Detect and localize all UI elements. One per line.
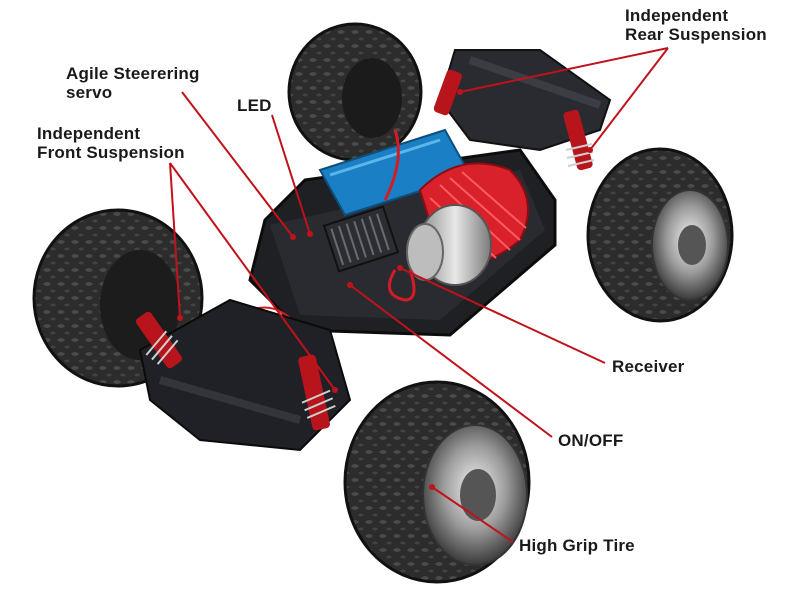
- label-front-suspension: Independent Front Suspension: [37, 124, 185, 162]
- label-on-off: ON/OFF: [558, 431, 624, 450]
- front-left-shock: [135, 311, 183, 369]
- label-steering-servo: Agile Steerering servo: [66, 64, 200, 102]
- leader-servo: [181, 91, 294, 238]
- label-receiver: Receiver: [612, 357, 685, 376]
- motor: [406, 204, 492, 286]
- esc-heatsink: [322, 205, 400, 273]
- leader-rear-1: [459, 47, 669, 93]
- front-right-tire: [343, 380, 531, 584]
- label-rear-suspension: Independent Rear Suspension: [625, 6, 767, 44]
- label-led: LED: [237, 96, 272, 115]
- rear-left-shock: [433, 69, 462, 116]
- leader-receiver: [399, 267, 606, 364]
- rear-right-shock: [563, 109, 595, 171]
- label-high-grip-tire: High Grip Tire: [519, 536, 635, 555]
- leader-lines: [169, 47, 669, 543]
- leader-rear-2: [589, 47, 669, 151]
- leader-onoff: [349, 284, 553, 438]
- leader-front-2: [169, 162, 336, 391]
- leader-led: [271, 114, 311, 235]
- leader-tire: [431, 486, 514, 543]
- rear-left-tire: [287, 22, 423, 162]
- leader-arrowheads: [177, 89, 593, 490]
- rear-right-tire: [586, 147, 734, 323]
- front-right-shock: [298, 354, 336, 431]
- leader-front-1: [169, 162, 181, 319]
